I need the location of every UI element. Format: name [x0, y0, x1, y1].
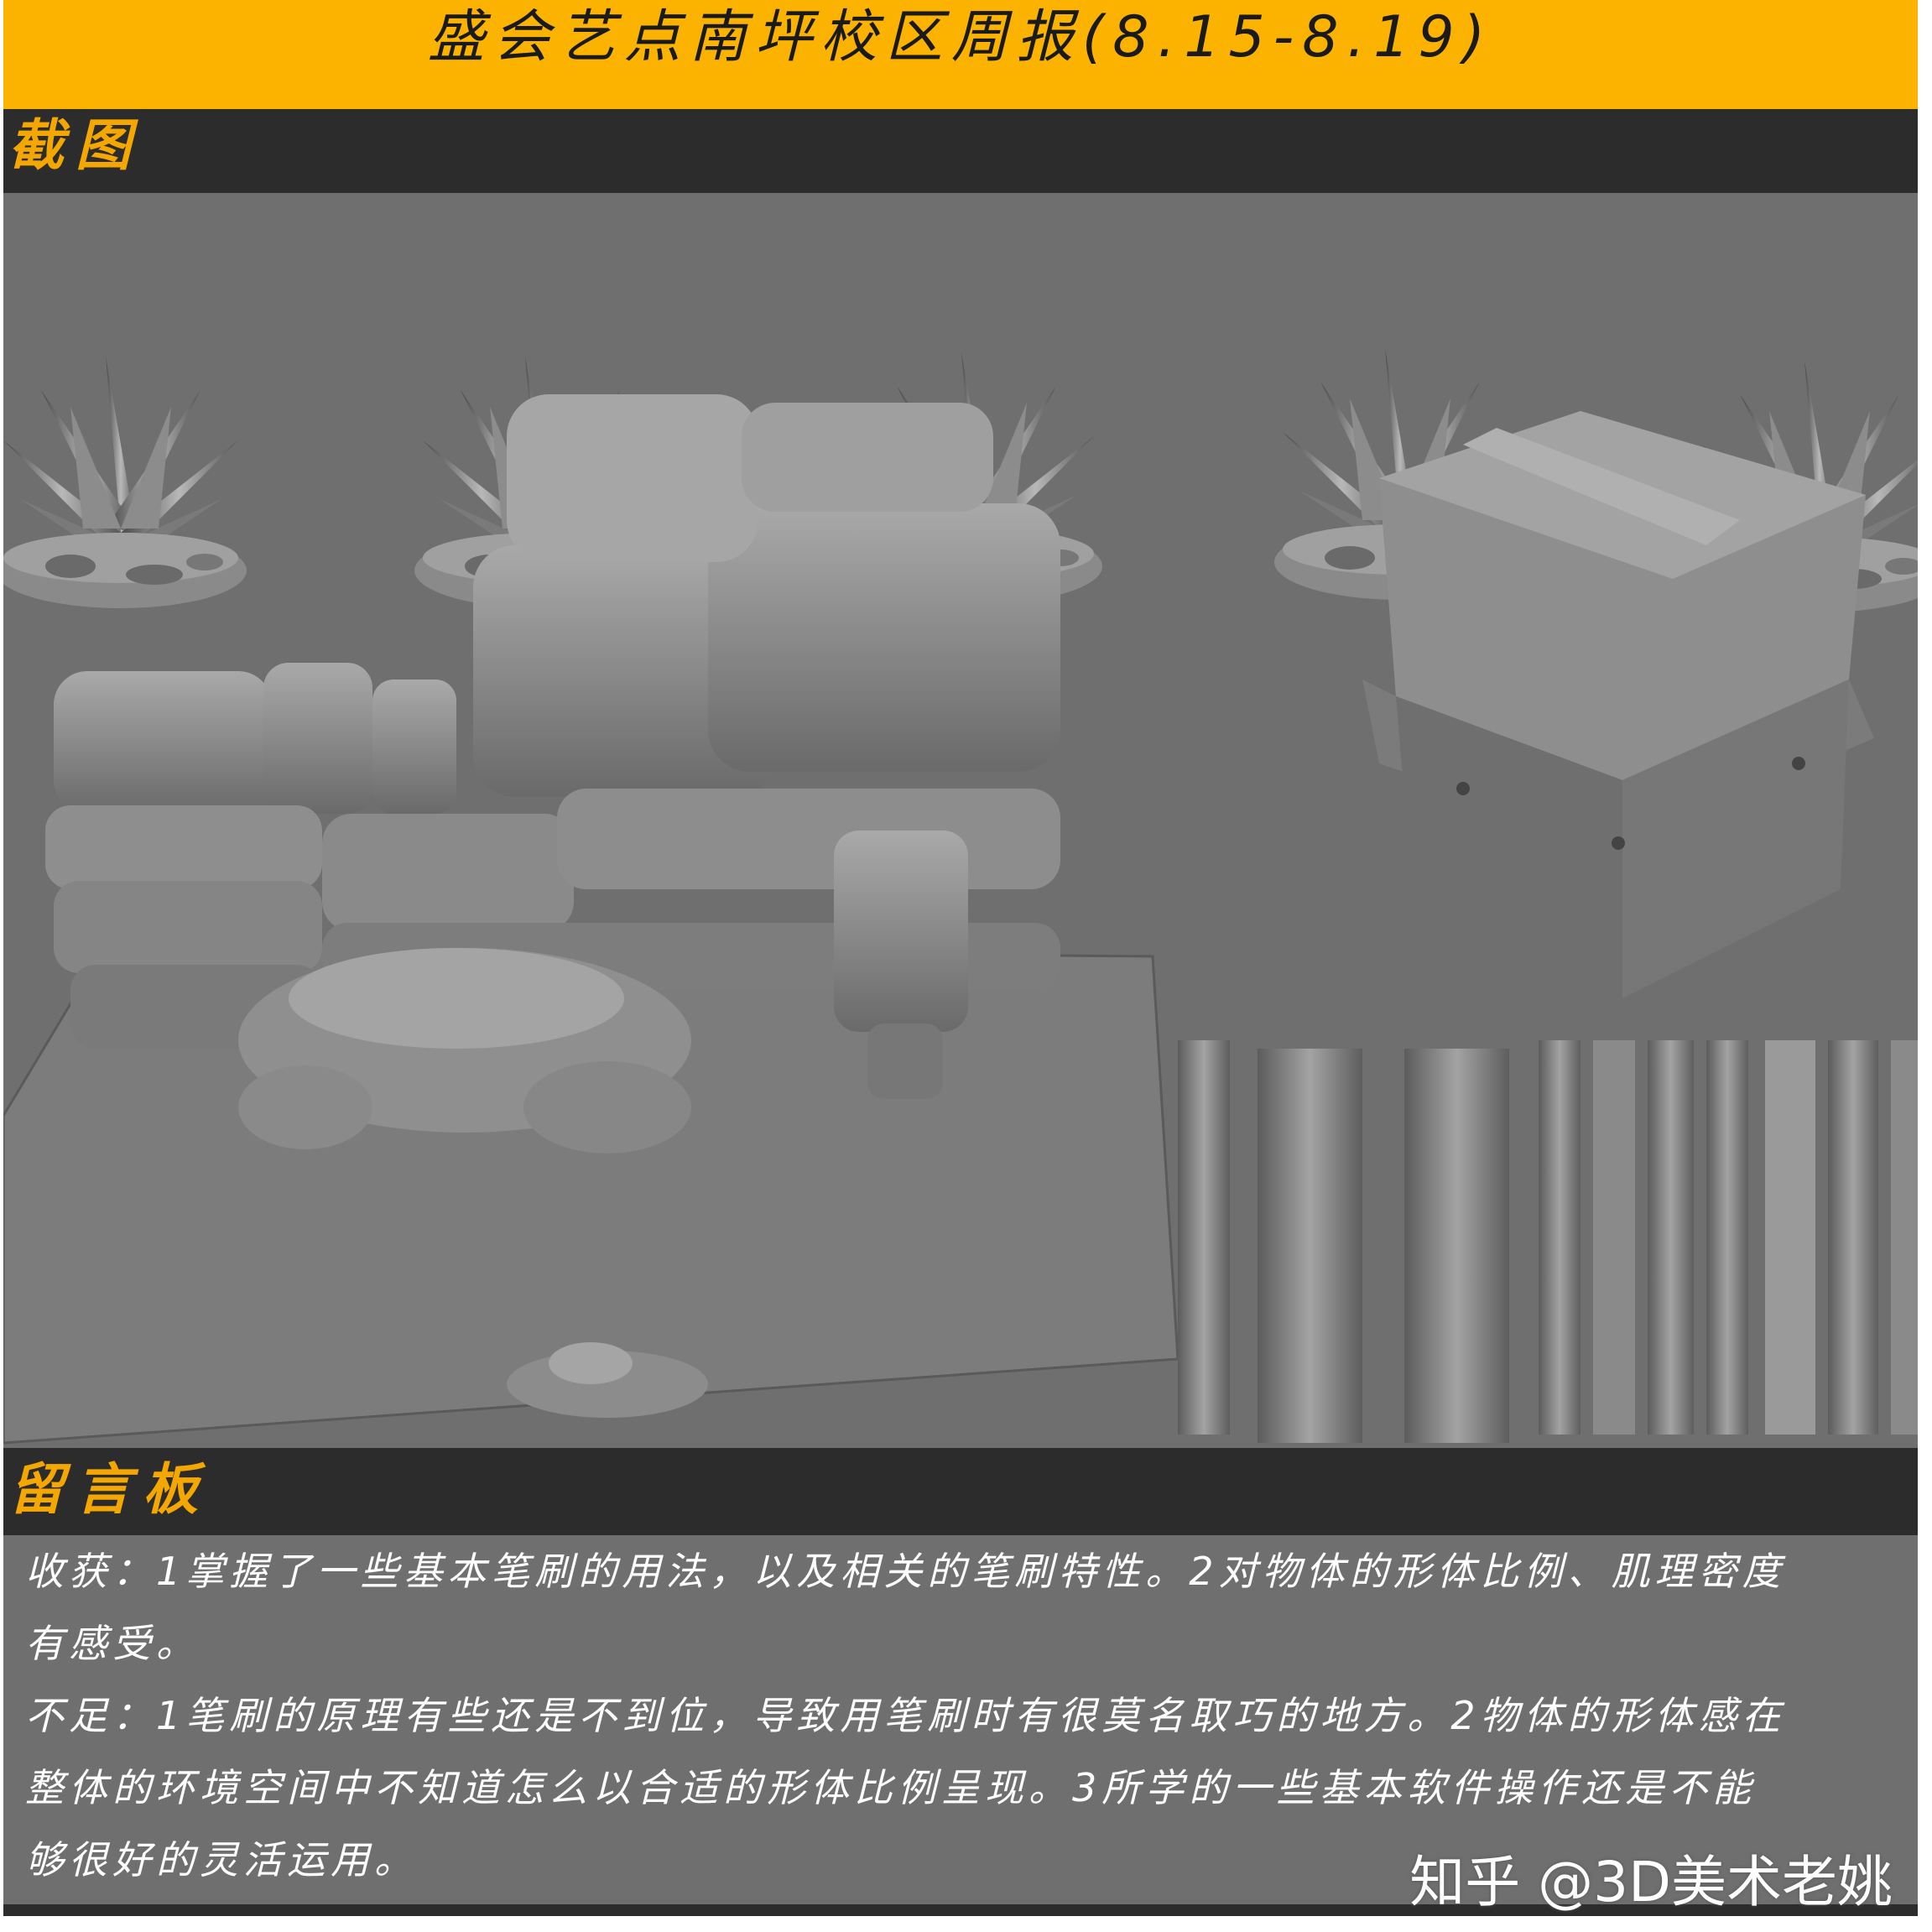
message-line-3: 不足：1笔刷的原理有些还是不到位，导致用笔刷时有很莫名取巧的地方。2物体的形体感… [25, 1693, 1786, 1738]
message-section-label: 留言板 [8, 1457, 210, 1522]
sculpt-render-illustration [3, 348, 1918, 1445]
wood-plank-samples [1178, 1040, 1918, 1443]
message-line-2: 有感受。 [25, 1621, 200, 1666]
message-line-4: 整体的环境空间中不知道怎么以合适的形体比例呈现。3所学的一些基本软件操作还是不能 [25, 1765, 1757, 1810]
message-line-1: 收获：1掌握了一些基本笔刷的用法，以及相关的笔刷特性。2对物体的形体比例、肌理密… [25, 1549, 1786, 1594]
message-line-5: 够很好的灵活运用。 [25, 1837, 418, 1883]
message-section-header: 留言板 [3, 1448, 1918, 1535]
watermark: 知乎 @3D美术老姚 [1409, 1850, 1893, 1914]
screenshot-section-header: 截图 [3, 109, 1918, 193]
title-bar: 盛会艺点南坪校区周报(8.15-8.19) [3, 0, 1918, 109]
message-board: 收获：1掌握了一些基本笔刷的用法，以及相关的笔刷特性。2对物体的形体比例、肌理密… [3, 1535, 1918, 1904]
screenshot-section-label: 截图 [8, 113, 143, 178]
bottom-border [3, 1904, 1918, 1916]
report-title: 盛会艺点南坪校区周报(8.15-8.19) [427, 4, 1494, 70]
plant-sculpt-1 [3, 357, 247, 608]
rock-wall-sculpt [3, 394, 1180, 1445]
sculpt-screenshot [3, 193, 1918, 1448]
wooden-crate-sculpt [1362, 411, 1874, 998]
